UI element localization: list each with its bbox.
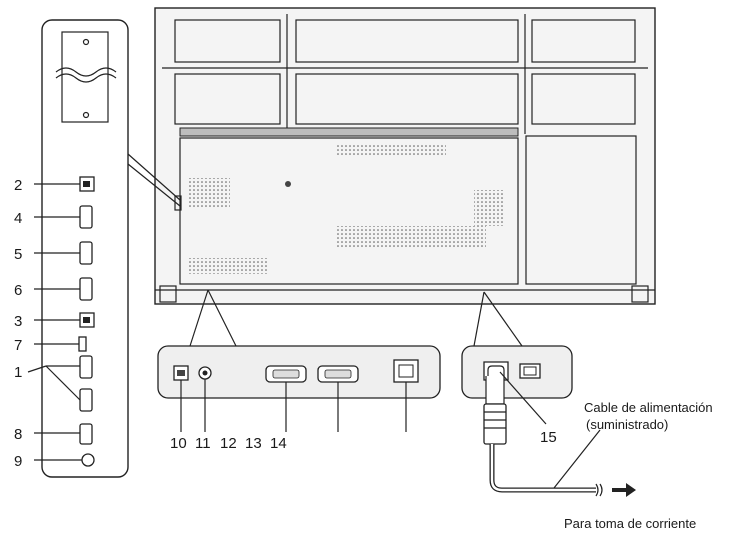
zoom-target [174,195,182,211]
power-panel: 15 Cable de alimentación (suministrado) … [461,291,713,531]
zoom-line [189,289,209,347]
rib-panel [295,19,519,63]
rs232-port-inner [324,369,352,379]
audio-jack-11-inner [202,370,208,376]
usb-a-port-1b [79,388,93,412]
arrow-right-icon [612,483,636,497]
power-cable-inner [490,444,596,492]
callout-10: 10 [170,435,187,452]
usb-b-port-3-inner [83,317,90,323]
usb-a-port-1a [79,355,93,379]
outlet-caption: Para toma de corriente [564,516,696,531]
main-power-switch-inner [523,366,537,376]
screw-icon [285,181,291,187]
vent-strip [179,127,519,137]
power-plug-top [485,376,505,405]
bottom-terminal-panel: 10 11 12 13 14 [157,289,441,452]
callout-11: 11 [195,435,211,452]
foot-right [631,285,649,303]
zoom-line [207,289,237,347]
usb-b-port-10-inner [177,370,185,376]
leader-line [499,371,547,425]
leader-line [27,365,47,373]
callout-12: 12 [220,435,237,452]
break-mark [55,67,117,77]
callout-7: 7 [14,337,22,354]
usb-b-port-2-inner [83,181,90,187]
callout-1: 1 [14,364,22,381]
break-mark [55,73,117,83]
display-rear-view [154,7,656,305]
power-panel-outline [461,345,573,399]
ac-inlet-inner [487,365,505,380]
callout-15: 15 [540,429,557,446]
power-plug-body [483,403,507,445]
cable-break [599,483,603,497]
zoom-line [127,153,181,201]
power-cable-caption-line2: (suministrado) [586,417,668,432]
callout-13: 13 [245,435,262,452]
callout-4: 4 [14,210,22,227]
audio-jack-9 [81,453,95,467]
callout-6: 6 [14,282,22,299]
hdmi-port-5 [79,241,93,265]
callout-3: 3 [14,313,22,330]
lower-cover [179,137,519,285]
leader-line [553,429,601,489]
rib-panel [295,73,519,125]
foot-left [159,285,177,303]
leader-line [45,365,81,401]
power-cable-caption-line1: Cable de alimentación [584,400,713,415]
callout-14: 14 [270,435,287,452]
usb-a-port-8 [79,423,93,445]
lan-port-inner [398,364,414,378]
rib-panel [531,73,636,125]
callout-8: 8 [14,426,22,443]
callout-2: 2 [14,177,22,194]
rib-panel [531,19,636,63]
side-terminal-panel: 2 4 5 6 3 7 1 8 9 [14,19,182,478]
hdmi-port-6 [79,277,93,301]
bracket [61,31,109,123]
cable-break [595,483,599,497]
callout-5: 5 [14,246,22,263]
vga-port-14-inner [272,369,300,379]
callout-9: 9 [14,453,22,470]
power-cable [489,444,596,493]
hdmi-port-4 [79,205,93,229]
rib-panel [174,19,281,63]
zoom-line [483,291,523,347]
usb-c-port-7 [78,336,87,352]
screw-icon [82,111,90,119]
speaker-grille [188,144,504,274]
main-power-switch [519,363,541,379]
zoom-line [127,163,181,207]
lan-port [393,359,419,383]
right-cover [525,135,637,285]
screw-icon [82,38,90,46]
rib-panel [174,73,281,125]
zoom-line [473,291,485,347]
